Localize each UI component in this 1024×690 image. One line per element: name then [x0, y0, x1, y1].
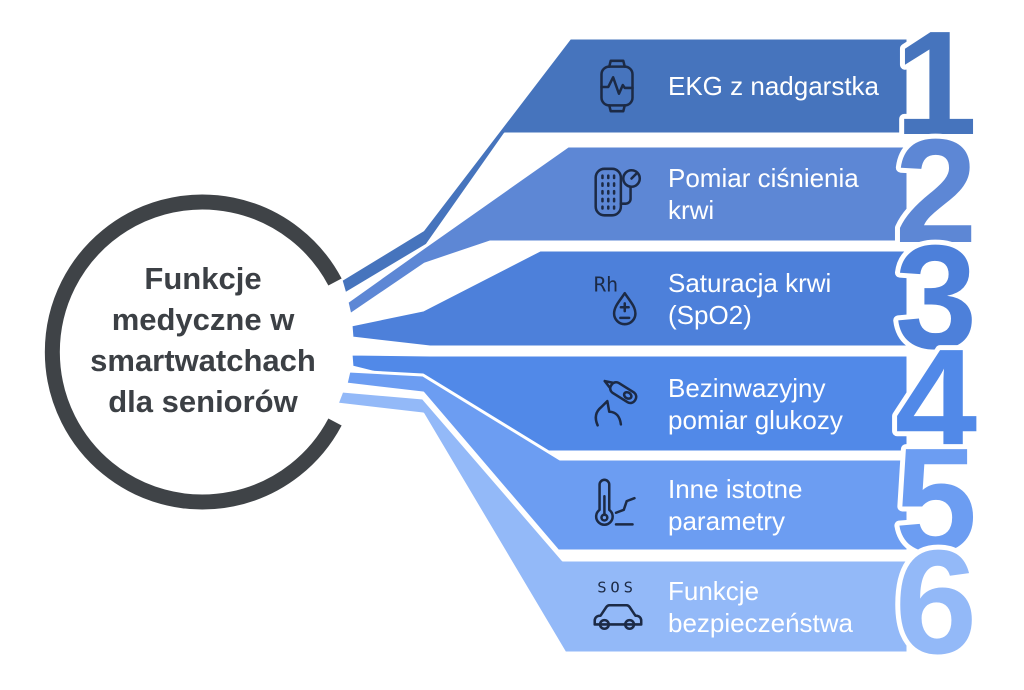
rh-icon-text: Rh — [594, 272, 618, 296]
connector-band-2 — [345, 144, 910, 317]
title-line: smartwatchach — [90, 343, 316, 378]
band-item-spo2: Rh Saturacja krwi (SpO2) — [586, 250, 832, 347]
page-title: Funkcje medyczne w smartwatchach dla sen… — [52, 258, 354, 422]
band-label-line: krwi — [668, 195, 715, 225]
band-item-glucose: Bezinwazyjny pomiar glukozy — [586, 355, 843, 452]
item-number-4: 4 — [895, 319, 977, 484]
band-label-line: Inne istotne — [668, 474, 803, 504]
item-number-2: 2 — [895, 109, 977, 274]
band-item-ekg: EKG z nadgarstka — [586, 38, 879, 134]
title-line: Funkcje — [144, 261, 262, 296]
band-label: Saturacja krwi (SpO2) — [668, 267, 831, 331]
smartwatch-ekg-icon — [600, 59, 634, 113]
connector-band-1 — [339, 36, 910, 296]
thermometer-graph-icon — [594, 478, 636, 526]
band-item-blood-pressure: Pomiar ciśnienia krwi — [586, 146, 859, 242]
band-label-line: Pomiar ciśnienia — [668, 163, 859, 193]
band-label: Pomiar ciśnienia krwi — [668, 162, 859, 226]
title-line: dla seniorów — [108, 384, 298, 419]
band-label-line: bezpieczeństwa — [668, 607, 853, 638]
blood-drop-rh-icon: Rh — [594, 272, 637, 325]
item-number-3: 3 — [895, 215, 977, 380]
item-number-1: 1 — [895, 1, 977, 166]
band-label-line: Bezinwazyjny — [668, 372, 826, 403]
connector-band-6 — [335, 389, 910, 655]
band-label: Funkcje bezpieczeństwa — [668, 575, 853, 639]
band-label-line: Saturacja krwi — [668, 267, 832, 298]
sos-car-icon: SOS — [593, 578, 643, 630]
sos-icon-text: SOS — [597, 578, 637, 596]
band-label-line: parametry — [668, 506, 786, 536]
band-item-safety: SOS Funkcje bezpieczeństwa — [586, 560, 853, 653]
glucose-meter-finger-icon — [594, 379, 638, 427]
band-label-line: pomiar glukozy — [668, 404, 843, 435]
band-label-line: EKG z nadgarstka — [668, 71, 879, 101]
title-line: medyczne w — [111, 302, 295, 337]
item-number-6: 6 — [895, 520, 977, 685]
band-label: Bezinwazyjny pomiar glukozy — [668, 372, 843, 436]
blood-pressure-cuff-icon — [594, 167, 642, 217]
band-label-line: (SpO2) — [668, 299, 752, 330]
center-circle — [44, 194, 342, 510]
band-label: Inne istotne parametry — [668, 473, 802, 537]
item-number-5: 5 — [895, 418, 977, 583]
band-item-other-params: Inne istotne parametry — [586, 459, 802, 551]
connector-band-5 — [344, 369, 910, 553]
band-label-line: Funkcje — [668, 575, 760, 606]
band-label: EKG z nadgarstka — [668, 70, 879, 102]
